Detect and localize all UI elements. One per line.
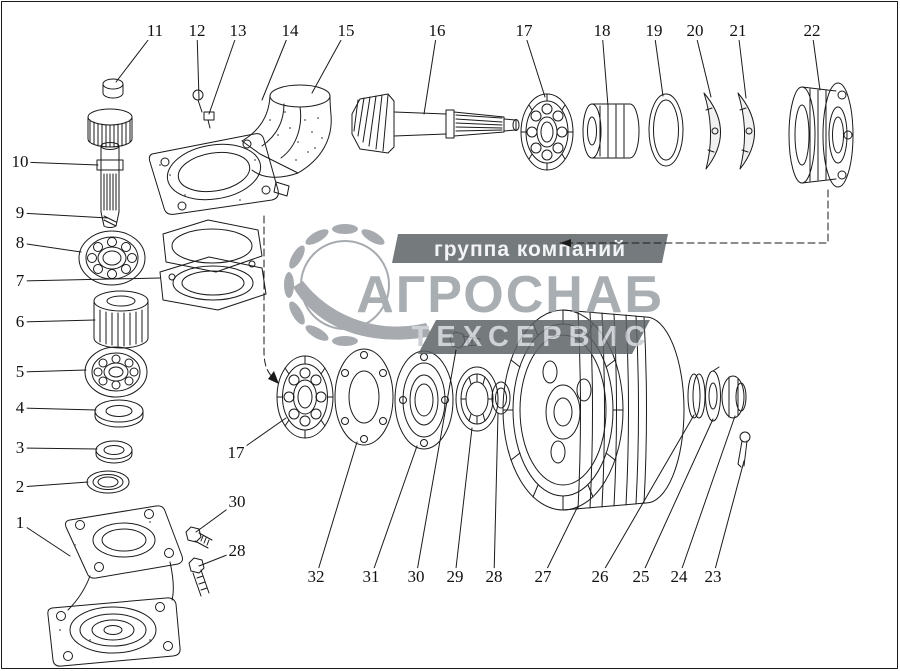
- leader-line-14-3: [261, 30, 291, 101]
- watermark-band: [392, 234, 668, 263]
- leader-line-2-20: [19, 481, 89, 488]
- leader-line-21-10: [737, 30, 747, 99]
- leader-line-6-16: [19, 319, 96, 323]
- part-27-drum: [502, 309, 685, 511]
- part-10-drive-gear-shaft: [87, 108, 133, 228]
- leader-line-28-29: [493, 412, 499, 578]
- part-26-washer: [687, 373, 706, 419]
- watermark-division-text: ТЕХСЕРВИС: [412, 321, 653, 353]
- leader-line-26-31: [599, 414, 695, 578]
- leader-line-23-34: [712, 460, 745, 578]
- leader-line-28-24: [198, 550, 238, 567]
- part-12-bolt: [192, 89, 204, 113]
- leader-line-31-26: [370, 445, 418, 578]
- leader-line-5-17: [19, 369, 87, 373]
- leader-line-30-23: [195, 501, 238, 533]
- part-7-gasket-plates: [159, 219, 267, 311]
- leader-line-27-30: [542, 505, 579, 578]
- watermark: группа компаний АГРОСНАБ ТЕХСЕРВИС: [284, 224, 668, 354]
- leader-line-16-5: [423, 30, 438, 115]
- leader-line-17-6: [523, 30, 546, 98]
- leader-line-3-19: [19, 447, 98, 450]
- leader-line-25-32: [640, 418, 714, 578]
- leader-line-30-27: [415, 349, 457, 578]
- part-17-ball-bearing-lower: [276, 355, 334, 439]
- part-28-ring-mid: [491, 381, 511, 415]
- leader-line-13-2: [208, 30, 239, 115]
- part-30-bolt-left: [185, 526, 213, 549]
- part-6-spacer-bushing: [93, 290, 149, 349]
- part-17-ball-bearing-top: [520, 93, 574, 171]
- part-8-ball-bearing: [78, 230, 146, 286]
- leader-line-19-8: [653, 30, 664, 97]
- part-14-15-elbow-housing: [148, 84, 332, 215]
- part-2-seal-ring: [86, 470, 130, 494]
- part-20-thrust-half-ring: [703, 92, 721, 170]
- watermark-brand-text: АГРОСНАБ: [356, 266, 664, 324]
- leader-line-22-11: [811, 30, 821, 91]
- watermark-laurel-logo: [284, 224, 432, 346]
- leader-lines: [19, 30, 821, 578]
- part-23-cotter-pin: [737, 431, 751, 468]
- leader-line-18-7: [601, 30, 609, 107]
- part-11-plug: [102, 78, 124, 99]
- part-21-thrust-half-ring: [737, 92, 755, 170]
- part-1-bearing-housing: [47, 505, 183, 667]
- housing-stipple: [269, 111, 323, 161]
- leader-line-20-9: [694, 30, 712, 98]
- part-16-bevel-pinion-shaft: [351, 93, 520, 154]
- leader-line-4-18: [19, 407, 97, 411]
- part-31-flange: [394, 350, 454, 450]
- leader-line-32-25: [315, 441, 358, 578]
- part-24-castle-nut: [721, 375, 747, 419]
- part-28-bolt-left: [188, 557, 210, 597]
- leader-line-7-15: [19, 277, 161, 282]
- part-4-washer: [94, 399, 144, 428]
- leader-line-1-21: [19, 522, 71, 557]
- part-22-bearing-cup: [788, 82, 854, 188]
- part-25-lock-washer: [705, 366, 721, 422]
- leader-line-12-1: [196, 30, 200, 100]
- leader-line-29-28: [454, 427, 473, 578]
- leader-line-17-22: [235, 417, 287, 454]
- leader-line-24-33: [678, 415, 736, 578]
- part-18-spacer-sleeve: [582, 103, 640, 159]
- watermark-band-2: [418, 320, 650, 354]
- leader-line-8-14: [19, 242, 82, 253]
- leader-line-11-0: [115, 30, 156, 83]
- part-29-seal: [455, 366, 499, 432]
- leader-line-10-12: [19, 161, 99, 166]
- part-5-ball-bearing: [84, 346, 148, 398]
- leader-line-15-4: [311, 30, 347, 94]
- part-13-fitting: [203, 111, 215, 129]
- axis-arrowheads: [268, 239, 571, 384]
- leader-line-9-13: [19, 212, 109, 219]
- part-32-gasket: [334, 348, 394, 446]
- watermark-group-text: группа компаний: [434, 238, 626, 261]
- part-19-o-ring: [648, 93, 684, 167]
- part-3-ring: [95, 440, 133, 464]
